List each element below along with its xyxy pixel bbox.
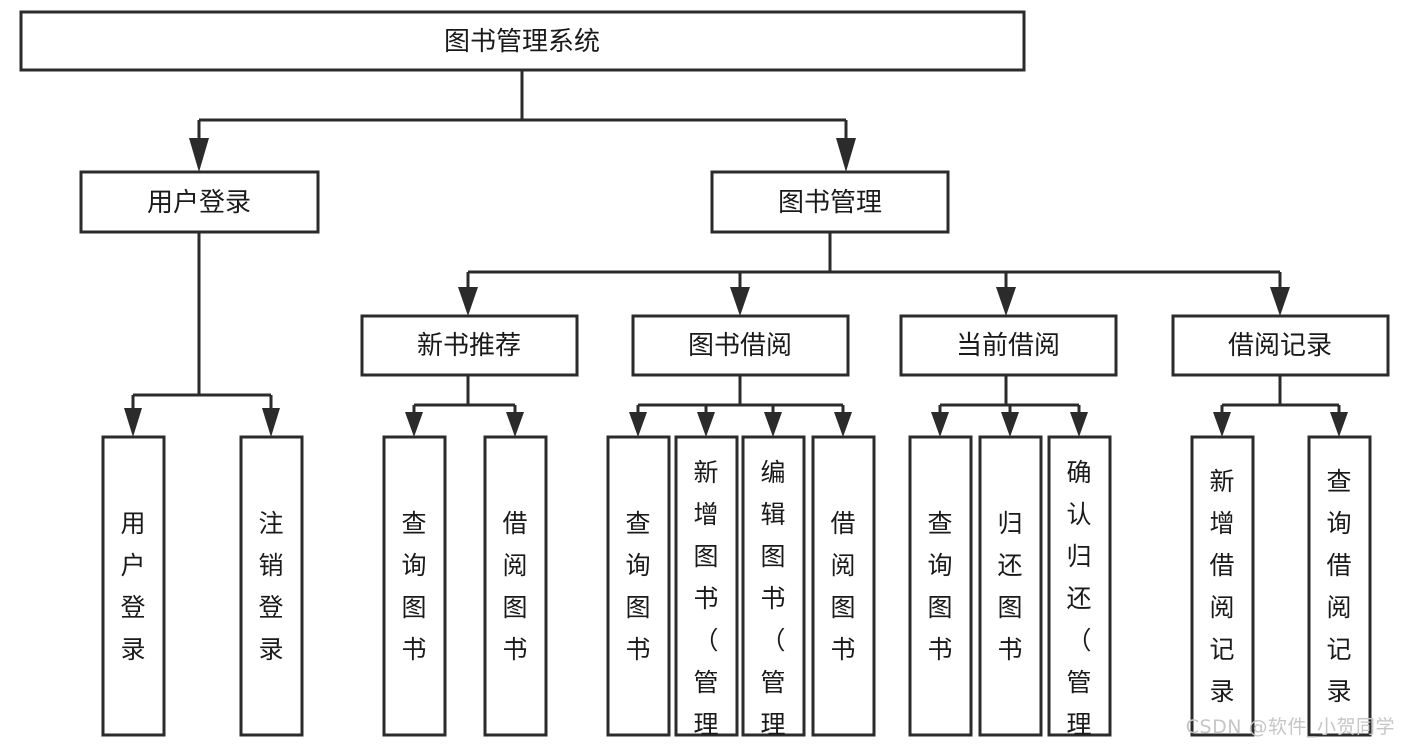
node-box [19, 10, 1026, 72]
arrowhead-leaf-query-book-3 [931, 412, 949, 437]
node-leaf-add-record[interactable]: 新增借阅记录 [1190, 435, 1255, 737]
node-leaf-user-logout[interactable]: 注销登录 [239, 435, 304, 737]
node-box [1307, 435, 1372, 737]
node-label: 图书管理系统 [444, 27, 600, 57]
node-box [741, 435, 806, 737]
node-leaf-user-login[interactable]: 用户登录 [101, 435, 166, 737]
node-borrow-record[interactable]: 借阅记录 [1171, 314, 1390, 377]
node-leaf-query-record[interactable]: 查询借阅记录 [1307, 435, 1372, 737]
node-label: 查询借阅记录 [1326, 467, 1351, 706]
node-box [239, 435, 304, 737]
node-label: 用户登录 [120, 509, 145, 664]
node-leaf-query-book-1[interactable]: 查询图书 [382, 435, 447, 737]
node-box [899, 314, 1118, 377]
arrowhead-leaf-user-login [124, 408, 142, 437]
arrowhead-leaf-return-book [1001, 412, 1019, 437]
node-label: 查询图书 [401, 509, 426, 664]
arrowhead-leaf-query-book-1 [405, 412, 423, 437]
node-current-borrow[interactable]: 当前借阅 [899, 314, 1118, 377]
node-box [1190, 435, 1255, 737]
arrowhead-leaf-add-record [1213, 412, 1231, 437]
connector-group-book-borrow [629, 375, 852, 437]
arrowhead-leaf-borrow-book-2 [834, 412, 852, 437]
arrowhead-book-borrow [730, 287, 750, 316]
arrowhead-leaf-confirm-return [1070, 412, 1088, 437]
node-label: 确认归还（管理员） [1066, 458, 1091, 747]
csdn-watermark: CSDN @软件_小贺同学 [1185, 716, 1395, 738]
connector-group-current-borrow [931, 375, 1088, 437]
node-book-management-system[interactable]: 图书管理系统 [19, 10, 1026, 72]
node-leaf-query-book-3[interactable]: 查询图书 [908, 435, 973, 737]
node-new-book-recommend[interactable]: 新书推荐 [360, 314, 579, 377]
node-label: 编辑图书（管理员） [760, 458, 785, 747]
node-book-management[interactable]: 图书管理 [710, 170, 950, 234]
node-box [606, 435, 671, 737]
node-label: 查询图书 [927, 509, 952, 664]
node-label: 图书管理 [778, 188, 882, 218]
node-leaf-query-book-2[interactable]: 查询图书 [606, 435, 671, 737]
arrowhead-leaf-borrow-book-1 [506, 412, 524, 437]
node-box [483, 435, 548, 737]
arrowhead-leaf-edit-book [764, 412, 782, 437]
node-label: 用户登录 [147, 188, 251, 218]
node-box [978, 435, 1043, 737]
arrowhead-user-login [189, 138, 209, 172]
node-label: 借阅记录 [1228, 331, 1332, 361]
node-label: 借阅图书 [830, 509, 855, 664]
node-user-login[interactable]: 用户登录 [79, 170, 320, 234]
connector-group-new-book-recommend [405, 375, 524, 437]
node-box [360, 314, 579, 377]
node-leaf-return-book[interactable]: 归还图书 [978, 435, 1043, 737]
node-label: 新增图书（管理员） [693, 458, 718, 747]
node-book-borrow[interactable]: 图书借阅 [631, 314, 850, 377]
node-leaf-borrow-book-1[interactable]: 借阅图书 [483, 435, 548, 737]
node-box [710, 170, 950, 234]
connector-group-borrow-record [1213, 375, 1348, 437]
node-label: 注销登录 [258, 509, 283, 664]
node-box [811, 435, 876, 737]
node-label: 新书推荐 [417, 331, 521, 361]
node-label: 当前借阅 [956, 331, 1060, 361]
node-box [908, 435, 973, 737]
arrowhead-book-management [836, 138, 856, 172]
node-box [101, 435, 166, 737]
arrowhead-leaf-query-book-2 [629, 412, 647, 437]
node-leaf-add-book[interactable]: 新增图书（管理员） [674, 435, 739, 747]
node-label: 归还图书 [997, 509, 1022, 664]
arrowhead-current-borrow [996, 287, 1016, 316]
arrowhead-borrow-record [1270, 287, 1290, 316]
node-label: 借阅图书 [502, 509, 527, 664]
node-box [79, 170, 320, 234]
node-leaf-borrow-book-2[interactable]: 借阅图书 [811, 435, 876, 737]
node-leaf-edit-book[interactable]: 编辑图书（管理员） [741, 435, 806, 747]
node-box [1047, 435, 1112, 737]
node-label: 查询图书 [625, 509, 650, 664]
node-box [1171, 314, 1390, 377]
arrowhead-leaf-add-book [697, 412, 715, 437]
connector-group-book-management [458, 232, 1290, 316]
node-leaf-confirm-return[interactable]: 确认归还（管理员） [1047, 435, 1112, 747]
node-box [382, 435, 447, 737]
node-box [631, 314, 850, 377]
arrowhead-leaf-query-record [1330, 412, 1348, 437]
node-box [674, 435, 739, 737]
arrowhead-leaf-user-logout [262, 408, 280, 437]
arrowhead-new-book-recommend [458, 287, 478, 316]
node-label: 新增借阅记录 [1209, 467, 1234, 706]
connector-group-user-login [124, 232, 280, 437]
connector-group-root [189, 70, 856, 172]
node-label: 图书借阅 [688, 331, 792, 361]
